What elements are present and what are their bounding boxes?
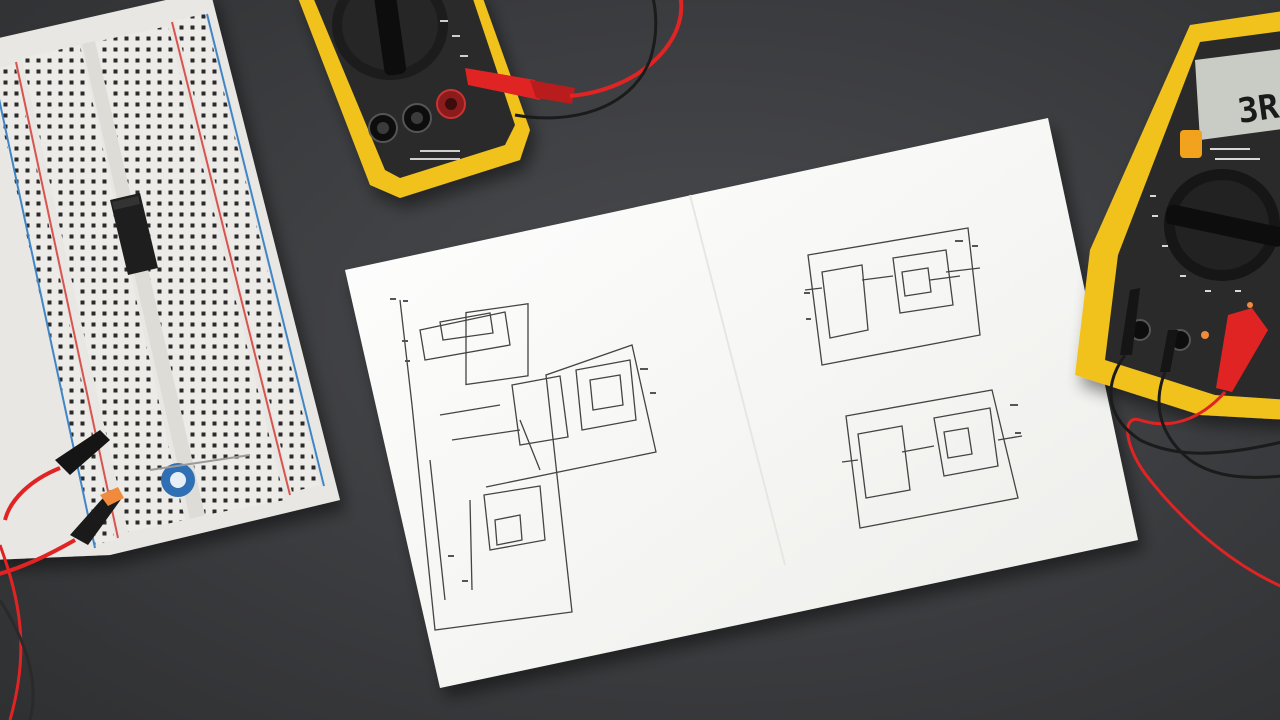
schematic-circuit-bottom-right	[841, 389, 1023, 529]
lcd-display	[1195, 49, 1280, 140]
lcd-readout: 3R0	[1235, 84, 1280, 132]
trimmer-potentiometer	[161, 463, 195, 497]
black-test-lead	[0, 599, 35, 720]
multimeter-top	[298, 0, 530, 198]
red-test-lead	[0, 544, 23, 720]
schematic-sheet	[345, 118, 1138, 688]
black-lead-top	[514, 0, 658, 120]
jumper-lead	[149, 454, 251, 471]
schematic-circuit-top-right	[804, 227, 981, 366]
breadboard	[0, 0, 340, 560]
alligator-clip-orange	[0, 487, 124, 576]
ic-chip	[110, 193, 158, 275]
right-black-probes	[1109, 288, 1280, 479]
schematic-annotations	[390, 240, 1021, 582]
schematic-circuit-left	[399, 299, 657, 631]
alligator-clip-black	[3, 430, 110, 521]
right-red-probe	[1126, 308, 1280, 588]
red-probe-plug	[465, 0, 684, 104]
